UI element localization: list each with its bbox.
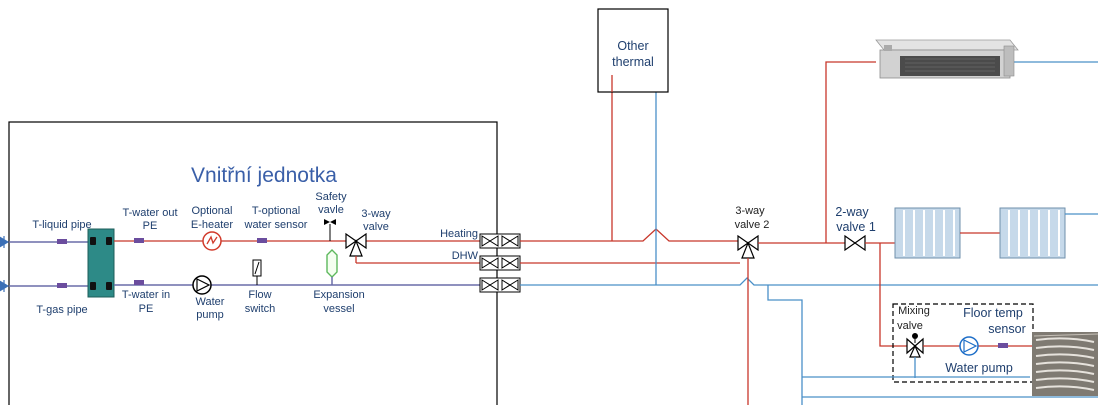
t-optional-label-1: T-optional xyxy=(252,205,300,217)
indoor-unit-title: Vnitřní jednotka xyxy=(191,164,337,187)
other-thermal-label-1: Other xyxy=(617,39,648,53)
three-way-valve-2-label-2: valve 2 xyxy=(735,219,770,231)
heating-supply-pipe xyxy=(520,75,740,242)
t-water-out-label-1: T-water out xyxy=(122,207,177,219)
floor-water-pump-icon xyxy=(959,336,979,356)
t-water-out-label-2: PE xyxy=(143,220,158,232)
floor-temp-label-2: sensor xyxy=(988,322,1026,336)
t-liquid-pipe-label: T-liquid pipe xyxy=(32,219,91,231)
three-way-valve-label-1: 3-way xyxy=(361,208,391,220)
t-water-in-sensor xyxy=(134,280,144,285)
mixing-valve-label-2: valve xyxy=(897,320,923,332)
return-branch-down xyxy=(767,285,803,405)
t-gas-pipe-label: T-gas pipe xyxy=(36,304,87,316)
two-way-valve-1-label-1: 2-way xyxy=(835,205,869,219)
other-thermal-box xyxy=(597,8,669,93)
floor-temp-label-1: Floor temp xyxy=(963,306,1023,320)
plate-heat-exchanger xyxy=(87,228,115,298)
safety-valve-label-1: Safety xyxy=(315,191,347,203)
floor-temp-sensor xyxy=(998,343,1008,348)
return-pipe xyxy=(520,277,1098,286)
dhw-port-valves xyxy=(479,255,521,271)
flow-switch-label-2: switch xyxy=(245,303,276,315)
refrigerant-valve-bottom xyxy=(0,280,9,292)
t-water-in-label-1: T-water in xyxy=(122,289,170,301)
dhw-port-label: DHW xyxy=(452,250,479,262)
t-liquid-pipe-sensor xyxy=(57,239,67,244)
mixing-valve-icon xyxy=(906,333,924,358)
e-heater-label-2: E-heater xyxy=(191,219,234,231)
t-optional-label-2: water sensor xyxy=(244,219,308,231)
t-optional-sensor xyxy=(257,238,267,243)
two-way-valve-1-icon xyxy=(844,234,866,252)
refrigerant-valve-top xyxy=(0,236,9,248)
t-water-in-label-2: PE xyxy=(139,303,154,315)
three-way-valve-2-label-1: 3-way xyxy=(735,205,765,217)
three-way-valve-2-icon xyxy=(737,234,759,259)
two-way-valve-1-label-2: valve 1 xyxy=(836,220,876,234)
heating-port-valves xyxy=(479,233,521,249)
safety-valve-icon xyxy=(324,219,336,241)
other-thermal-label-2: thermal xyxy=(612,55,654,69)
fan-coil-supply xyxy=(825,61,876,243)
water-pump-label-2: pump xyxy=(196,309,224,321)
floor-supply xyxy=(879,243,912,347)
mixing-valve-label-1: Mixing xyxy=(898,305,930,317)
fan-coil-unit-image xyxy=(875,39,1019,79)
t-gas-pipe-sensor xyxy=(57,283,67,288)
expansion-vessel-label-2: vessel xyxy=(323,303,354,315)
e-heater-label-1: Optional xyxy=(192,205,233,217)
water-pump-icon xyxy=(192,275,212,295)
radiator-2 xyxy=(999,207,1066,259)
flow-switch-label-1: Flow xyxy=(248,289,271,301)
heating-port-label: Heating xyxy=(440,228,478,240)
e-heater-icon xyxy=(202,231,222,251)
expansion-vessel-icon xyxy=(326,249,338,278)
flow-switch-icon xyxy=(252,259,262,285)
water-pump-label-1: Water xyxy=(196,296,225,308)
return-port-valves xyxy=(479,277,521,293)
floor-heating-image xyxy=(1032,332,1098,396)
three-way-valve-icon xyxy=(345,232,367,257)
safety-valve-label-2: vavle xyxy=(318,204,344,216)
radiator-1 xyxy=(894,207,961,259)
floor-water-pump-label: Water pump xyxy=(945,361,1013,375)
t-water-out-sensor xyxy=(134,238,144,243)
expansion-vessel-label-1: Expansion xyxy=(313,289,364,301)
three-way-valve-label-2: valve xyxy=(363,221,389,233)
